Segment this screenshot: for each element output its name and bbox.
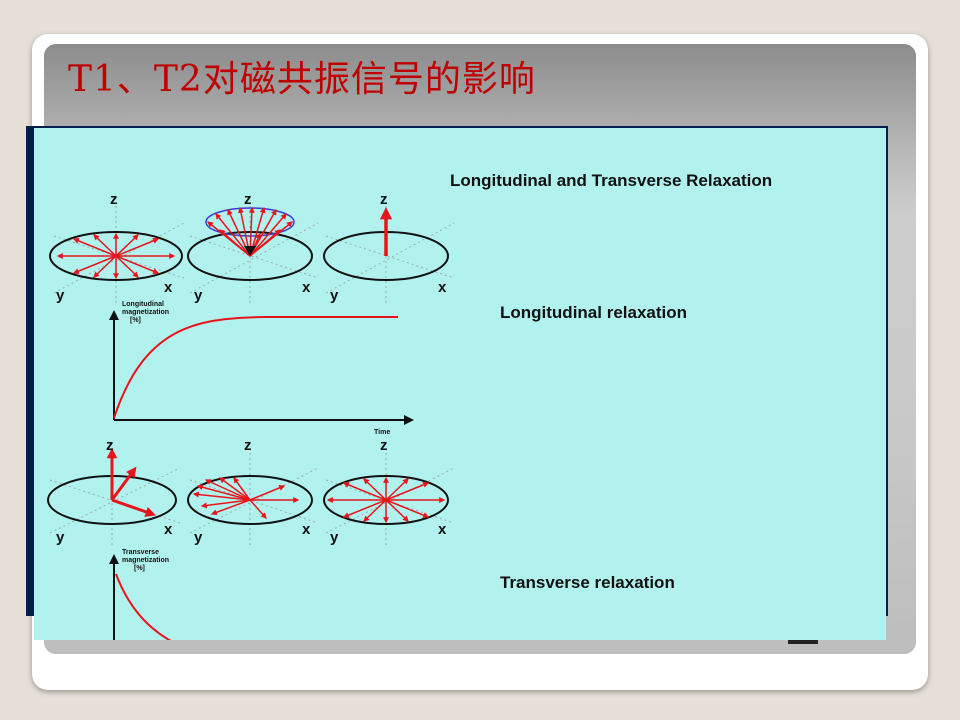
figure-bottom-marker	[788, 640, 818, 644]
transverse-relaxation-label: Transverse relaxation	[500, 573, 675, 592]
time-axis-label: Time	[374, 429, 390, 436]
axis-z-label: z	[380, 437, 388, 454]
longitudinal-ylabel-unit: [%]	[130, 317, 141, 324]
axis-y-label: y	[194, 287, 203, 304]
axis-y-label: y	[330, 529, 339, 546]
axis-z-label: z	[106, 437, 114, 454]
axis-z-label: z	[380, 191, 388, 208]
top-ellipse-3	[323, 206, 455, 303]
axis-x-label: x	[164, 279, 173, 296]
axis-x-label: x	[438, 521, 447, 538]
bottom-ellipse-3	[323, 448, 455, 548]
longitudinal-ylabel: magnetization	[122, 309, 169, 316]
axis-y-label: y	[330, 287, 339, 304]
axis-z-label: z	[244, 437, 252, 454]
longitudinal-plot: Longitudinal magnetization [%] Time	[109, 301, 414, 436]
axis-x-label: x	[302, 279, 311, 296]
axis-y-label: y	[194, 529, 203, 546]
axis-x-label: x	[438, 279, 447, 296]
slide-title: T1、T2对磁共振信号的影响	[68, 59, 536, 100]
transverse-plot: Transverse magnetization [%]	[109, 549, 172, 640]
top-ellipse-1	[49, 206, 185, 303]
bottom-ellipse-1	[47, 447, 181, 548]
relaxation-figure: Longitudinal and Transverse Relaxation	[34, 128, 886, 640]
axis-x-label: x	[164, 521, 173, 538]
axis-y-label: y	[56, 529, 65, 546]
axis-y-label: y	[56, 287, 65, 304]
longitudinal-relaxation-label: Longitudinal relaxation	[500, 303, 687, 322]
axis-x-label: x	[302, 521, 311, 538]
top-ellipse-2	[187, 206, 319, 303]
transverse-ylabel-unit: [%]	[134, 565, 145, 572]
bottom-ellipse-2	[187, 448, 319, 548]
transverse-ylabel: magnetization	[122, 557, 169, 564]
axis-z-label: z	[244, 191, 252, 208]
figure-heading: Longitudinal and Transverse Relaxation	[450, 171, 772, 190]
transverse-ylabel: Transverse	[122, 549, 159, 556]
relaxation-diagram: Longitudinal and Transverse Relaxation	[47, 171, 772, 640]
axis-z-label: z	[110, 191, 118, 208]
longitudinal-ylabel: Longitudinal	[122, 301, 164, 308]
